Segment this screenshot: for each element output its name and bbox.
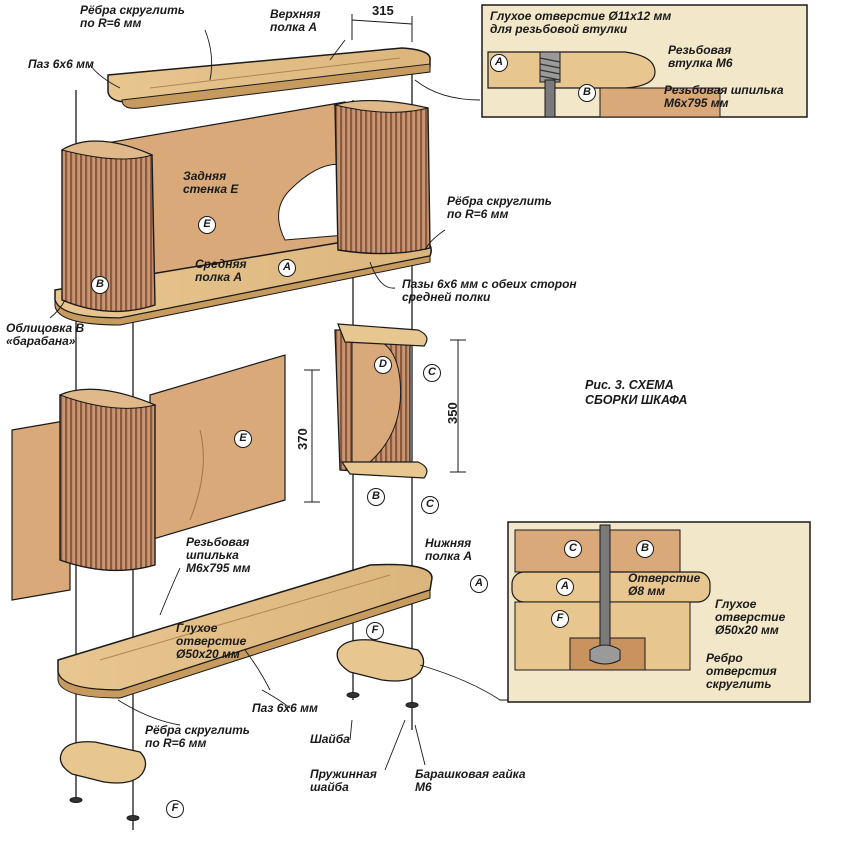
label-ribs-round-right: Рёбра скруглить по R=6 мм — [447, 194, 552, 221]
right-bracket — [334, 323, 428, 479]
label-blind-hole: Глухое отверстие Ø50х20 мм — [176, 621, 247, 661]
upper-box — [54, 99, 432, 326]
feet — [59, 639, 425, 821]
marker-c-bracket-bottom: C — [421, 496, 439, 514]
marker-e-back-wall: E — [198, 216, 216, 234]
label-washer: Шайба — [310, 732, 350, 746]
drum-right-upper — [334, 99, 431, 255]
marker-a-middle-shelf: A — [278, 259, 296, 277]
inset-bottom-blind: Глухое отверстие Ø50х20 мм — [715, 597, 786, 637]
marker-b-inset-bottom: B — [636, 540, 654, 558]
marker-a-inset-bottom: A — [556, 578, 574, 596]
bottom-shelf — [57, 563, 433, 699]
back-panel-e — [149, 354, 286, 541]
marker-b-inset-top: B — [578, 84, 596, 102]
marker-b-drum-upper: B — [91, 276, 109, 294]
label-bottom-shelf: Нижняя полка А — [425, 536, 473, 563]
label-stud: Резьбовая шпилька М6х795 мм — [186, 535, 251, 575]
marker-f-foot-left: F — [166, 800, 184, 818]
marker-f-foot-right: F — [366, 622, 384, 640]
marker-d-bracket: D — [374, 356, 392, 374]
dimension-370: 370 — [295, 428, 310, 450]
label-groove-top: Паз 6х6 мм — [28, 57, 94, 71]
inset-top-detail — [481, 4, 808, 118]
label-ribs-round-bottom: Рёбра скруглить по R=6 мм — [145, 723, 250, 750]
figure-caption: Рис. 3. СХЕМА СБОРКИ ШКАФА — [585, 378, 688, 407]
marker-a-inset-top: A — [490, 54, 508, 72]
dimension-315: 315 — [372, 3, 394, 18]
label-middle-shelf: Средняя полка А — [195, 257, 247, 284]
label-back-wall: Задняя стенка Е — [183, 169, 239, 196]
marker-c-bracket-top: C — [423, 364, 441, 382]
inset-top-title: Глухое отверстие Ø11х12 мм для резьбовой… — [490, 9, 672, 36]
lower-back-panels — [11, 354, 286, 601]
marker-b-bracket: B — [367, 488, 385, 506]
marker-c-inset-bottom: C — [564, 540, 582, 558]
marker-a-bottom-shelf: A — [470, 575, 488, 593]
label-groove-bottom: Паз 6х6 мм — [252, 701, 318, 715]
inset-top-sleeve: Резьбовая втулка М6 — [668, 43, 733, 70]
label-wing-nut: Барашковая гайка М6 — [415, 767, 526, 794]
foot-left — [59, 741, 147, 784]
inset-bottom-hole: Отверстие Ø8 мм — [628, 571, 701, 598]
label-facing: Облицовка В «барабана» — [6, 321, 85, 348]
label-top-shelf: Верхняя полка А — [270, 7, 321, 34]
foot-right — [336, 639, 425, 682]
dimension-350: 350 — [445, 402, 460, 424]
top-shelf — [107, 47, 431, 109]
dimension-lines — [304, 14, 466, 503]
label-ribs-round-top: Рёбра скруглить по R=6 мм — [80, 3, 185, 30]
label-spring-washer: Пружинная шайба — [310, 767, 377, 794]
marker-e-lower-panel: E — [234, 430, 252, 448]
marker-f-inset-bottom: F — [551, 610, 569, 628]
drum-left-lower — [58, 388, 157, 572]
leader-lines — [49, 29, 520, 771]
inset-bottom-edge: Ребро отверстия скруглить — [706, 651, 777, 691]
label-grooves-both: Пазы 6х6 мм с обеих сторон средней полки — [402, 277, 577, 304]
inset-top-stud: Резьбовая шпилька М6х795 мм — [664, 83, 784, 110]
